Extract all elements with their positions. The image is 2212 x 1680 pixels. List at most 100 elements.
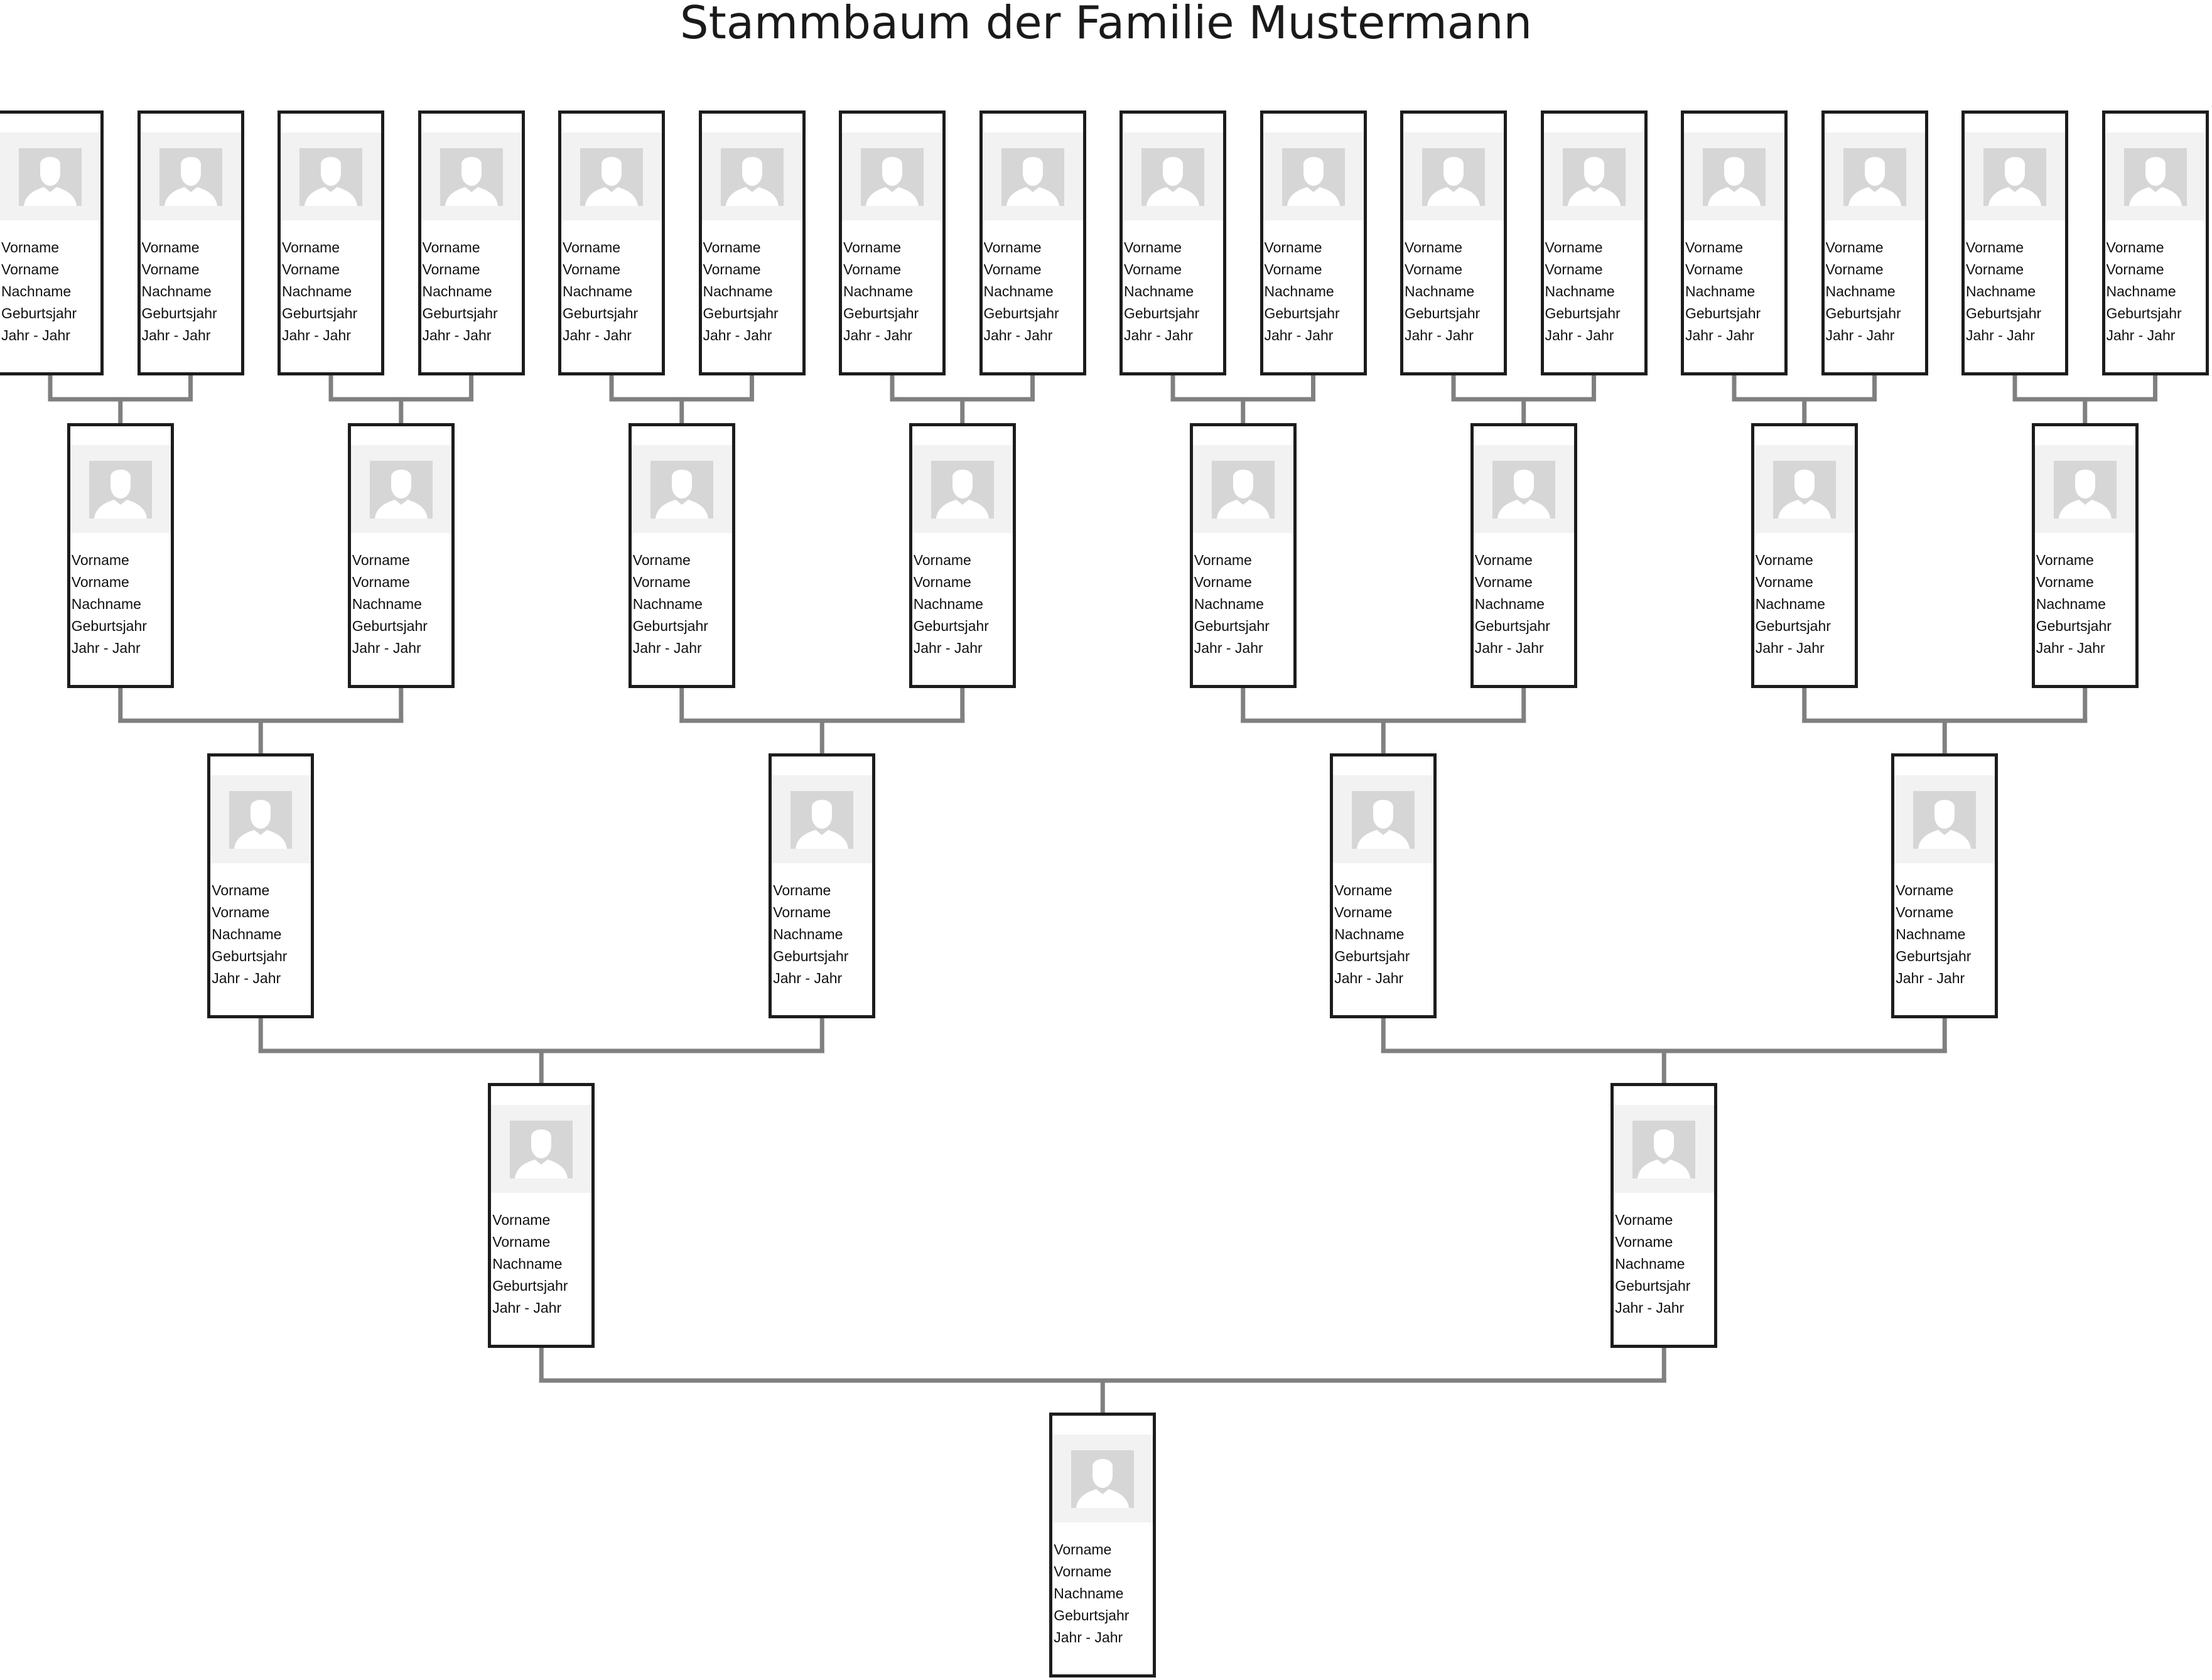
last-name[interactable]: Nachname [1685, 283, 1756, 299]
birth-year[interactable]: Geburtsjahr [352, 618, 428, 634]
life-span[interactable]: Jahr - Jahr [422, 327, 492, 343]
last-name[interactable]: Nachname [492, 1256, 563, 1272]
photo-placeholder[interactable] [561, 132, 662, 220]
last-name[interactable]: Nachname [1966, 283, 2036, 299]
photo-placeholder[interactable] [140, 132, 241, 220]
birth-year[interactable]: Geburtsjahr [1474, 618, 1550, 634]
first-name-1[interactable]: Vorname [2036, 552, 2094, 568]
first-name-1[interactable]: Vorname [71, 552, 129, 568]
last-name[interactable]: Nachname [1896, 926, 1966, 942]
first-name-1[interactable]: Vorname [1124, 239, 1182, 256]
photo-placeholder[interactable] [1894, 775, 1995, 863]
life-span[interactable]: Jahr - Jahr [1, 327, 70, 343]
last-name[interactable]: Nachname [1124, 283, 1194, 299]
photo-placeholder[interactable] [2034, 445, 2135, 533]
last-name[interactable]: Nachname [1054, 1585, 1124, 1602]
birth-year[interactable]: Geburtsjahr [1, 305, 77, 321]
first-name-2[interactable]: Vorname [1545, 261, 1603, 277]
birth-year[interactable]: Geburtsjahr [983, 305, 1059, 321]
birth-year[interactable]: Geburtsjahr [1545, 305, 1621, 321]
life-span[interactable]: Jahr - Jahr [913, 640, 983, 656]
first-name-1[interactable]: Vorname [1474, 552, 1533, 568]
photo-placeholder[interactable] [70, 445, 171, 533]
last-name[interactable]: Nachname [563, 283, 633, 299]
first-name-1[interactable]: Vorname [1405, 239, 1463, 256]
birth-year[interactable]: Geburtsjahr [2036, 618, 2112, 634]
life-span[interactable]: Jahr - Jahr [843, 327, 912, 343]
birth-year[interactable]: Geburtsjahr [563, 305, 639, 321]
birth-year[interactable]: Geburtsjahr [1825, 305, 1901, 321]
first-name-2[interactable]: Vorname [1615, 1234, 1673, 1250]
first-name-2[interactable]: Vorname [212, 904, 270, 920]
last-name[interactable]: Nachname [1405, 283, 1475, 299]
first-name-1[interactable]: Vorname [1545, 239, 1603, 256]
first-name-2[interactable]: Vorname [1755, 574, 1813, 590]
life-span[interactable]: Jahr - Jahr [1685, 327, 1754, 343]
last-name[interactable]: Nachname [632, 596, 703, 612]
first-name-1[interactable]: Vorname [843, 239, 902, 256]
first-name-2[interactable]: Vorname [1124, 261, 1182, 277]
birth-year[interactable]: Geburtsjahr [212, 948, 288, 964]
first-name-1[interactable]: Vorname [632, 552, 691, 568]
last-name[interactable]: Nachname [843, 283, 914, 299]
photo-placeholder[interactable] [491, 1105, 592, 1193]
life-span[interactable]: Jahr - Jahr [983, 327, 1053, 343]
birth-year[interactable]: Geburtsjahr [1755, 618, 1831, 634]
life-span[interactable]: Jahr - Jahr [1545, 327, 1614, 343]
last-name[interactable]: Nachname [1615, 1256, 1685, 1272]
life-span[interactable]: Jahr - Jahr [352, 640, 421, 656]
birth-year[interactable]: Geburtsjahr [913, 618, 989, 634]
photo-placeholder[interactable] [1192, 445, 1293, 533]
first-name-1[interactable]: Vorname [563, 239, 621, 256]
life-span[interactable]: Jahr - Jahr [71, 640, 141, 656]
last-name[interactable]: Nachname [1545, 283, 1615, 299]
birth-year[interactable]: Geburtsjahr [773, 948, 849, 964]
birth-year[interactable]: Geburtsjahr [282, 305, 358, 321]
photo-placeholder[interactable] [350, 445, 451, 533]
first-name-2[interactable]: Vorname [563, 261, 621, 277]
birth-year[interactable]: Geburtsjahr [1615, 1278, 1691, 1294]
last-name[interactable]: Nachname [141, 283, 212, 299]
birth-year[interactable]: Geburtsjahr [422, 305, 498, 321]
first-name-2[interactable]: Vorname [913, 574, 971, 590]
first-name-1[interactable]: Vorname [212, 882, 270, 898]
first-name-2[interactable]: Vorname [983, 261, 1042, 277]
first-name-2[interactable]: Vorname [2036, 574, 2094, 590]
life-span[interactable]: Jahr - Jahr [1825, 327, 1895, 343]
birth-year[interactable]: Geburtsjahr [141, 305, 217, 321]
photo-placeholder[interactable] [1052, 1435, 1153, 1522]
first-name-2[interactable]: Vorname [1264, 261, 1322, 277]
birth-year[interactable]: Geburtsjahr [632, 618, 708, 634]
photo-placeholder[interactable] [701, 132, 802, 220]
photo-placeholder[interactable] [1965, 132, 2065, 220]
photo-placeholder[interactable] [1684, 132, 1784, 220]
last-name[interactable]: Nachname [1194, 596, 1264, 612]
photo-placeholder[interactable] [0, 132, 100, 220]
life-span[interactable]: Jahr - Jahr [2106, 327, 2176, 343]
photo-placeholder[interactable] [1473, 445, 1574, 533]
birth-year[interactable]: Geburtsjahr [492, 1278, 568, 1294]
first-name-2[interactable]: Vorname [422, 261, 480, 277]
first-name-2[interactable]: Vorname [2106, 261, 2164, 277]
last-name[interactable]: Nachname [1825, 283, 1896, 299]
life-span[interactable]: Jahr - Jahr [282, 327, 351, 343]
first-name-1[interactable]: Vorname [422, 239, 480, 256]
first-name-2[interactable]: Vorname [141, 261, 200, 277]
last-name[interactable]: Nachname [703, 283, 773, 299]
last-name[interactable]: Nachname [1334, 926, 1405, 942]
first-name-1[interactable]: Vorname [1194, 552, 1252, 568]
